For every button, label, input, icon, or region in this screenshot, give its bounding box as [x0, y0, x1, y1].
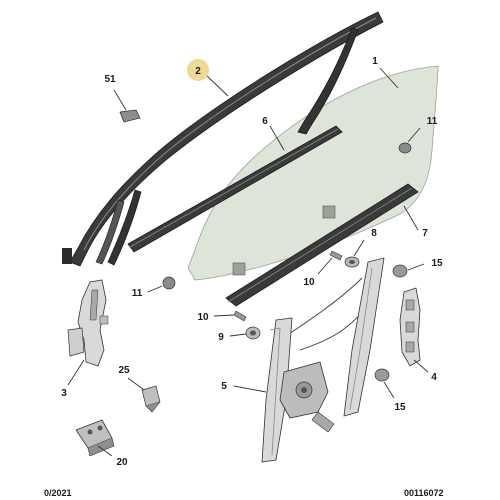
part-15-grommet-lower: [374, 368, 390, 382]
leader-51: [113, 89, 127, 111]
leader-25: [127, 377, 145, 391]
leader-7: [403, 205, 419, 231]
part-11-grommet-lower: [162, 276, 176, 290]
leader-9: [229, 333, 247, 337]
part-7-outer-waist-seal: [225, 183, 419, 307]
leader-5: [233, 385, 267, 393]
callout-51: 51: [104, 74, 116, 85]
part-10-screw-lower: [233, 310, 247, 322]
callout-20: 20: [116, 457, 128, 468]
part-6-inner-waist-seal: [127, 125, 343, 253]
highlight-circle-part-2: [187, 59, 209, 81]
leader-8: [353, 239, 365, 257]
seal-end-cap: [62, 248, 72, 264]
glass-tab-right: [322, 205, 336, 219]
callout-6: 6: [262, 116, 268, 127]
part-11-grommet-upper: [398, 142, 412, 154]
part-25-connector: [141, 385, 161, 413]
callout-5: 5: [221, 381, 227, 392]
leader-11-lower: [147, 285, 163, 293]
footer-date: 0/2021: [44, 488, 72, 498]
callout-15-upper: 15: [431, 258, 443, 269]
part-10-screw-upper: [329, 250, 343, 261]
leader-3: [67, 359, 85, 386]
part-4-rear-bracket: [399, 287, 421, 367]
leader-10-lower: [213, 314, 235, 317]
callout-8: 8: [371, 228, 377, 239]
callout-10-lower: 10: [197, 312, 209, 323]
part-2-upper-frame-seal: [62, 11, 384, 267]
glass-tab-left: [232, 262, 246, 276]
callout-3: 3: [61, 388, 67, 399]
leader-1: [379, 67, 399, 89]
callout-15-lower: 15: [394, 402, 406, 413]
part-8-washer: [344, 256, 360, 268]
leader-11-upper: [407, 127, 421, 143]
leader-15-lower: [383, 381, 395, 399]
part-15-grommet-upper: [392, 264, 408, 278]
leader-20: [97, 445, 113, 457]
callout-labels: 1 2 6 51 11 7 8 10 15 11 10 9 3 4 5 15 2…: [61, 56, 443, 468]
part-3-front-bracket: [67, 279, 109, 367]
callout-11-upper: 11: [427, 116, 438, 127]
part-5-window-regulator: [261, 257, 385, 463]
callout-1: 1: [372, 56, 378, 67]
callout-2: 2: [195, 66, 201, 77]
leader-4: [413, 359, 429, 373]
leader-lines: [67, 67, 429, 457]
callout-7: 7: [422, 228, 428, 239]
footer-reference-number: 00116072: [404, 488, 444, 498]
leader-10-upper: [317, 257, 333, 275]
callout-10-upper: 10: [303, 277, 315, 288]
leader-15-upper: [407, 263, 425, 271]
callout-4: 4: [431, 372, 437, 383]
callout-9: 9: [218, 332, 224, 343]
callout-25: 25: [118, 365, 130, 376]
part-51-clip: [119, 109, 141, 123]
leader-6: [269, 125, 285, 151]
part-9-washer: [245, 326, 261, 340]
leader-2: [204, 73, 229, 97]
part-20-switch-module: [75, 419, 115, 457]
callout-11-lower: 11: [132, 288, 143, 299]
